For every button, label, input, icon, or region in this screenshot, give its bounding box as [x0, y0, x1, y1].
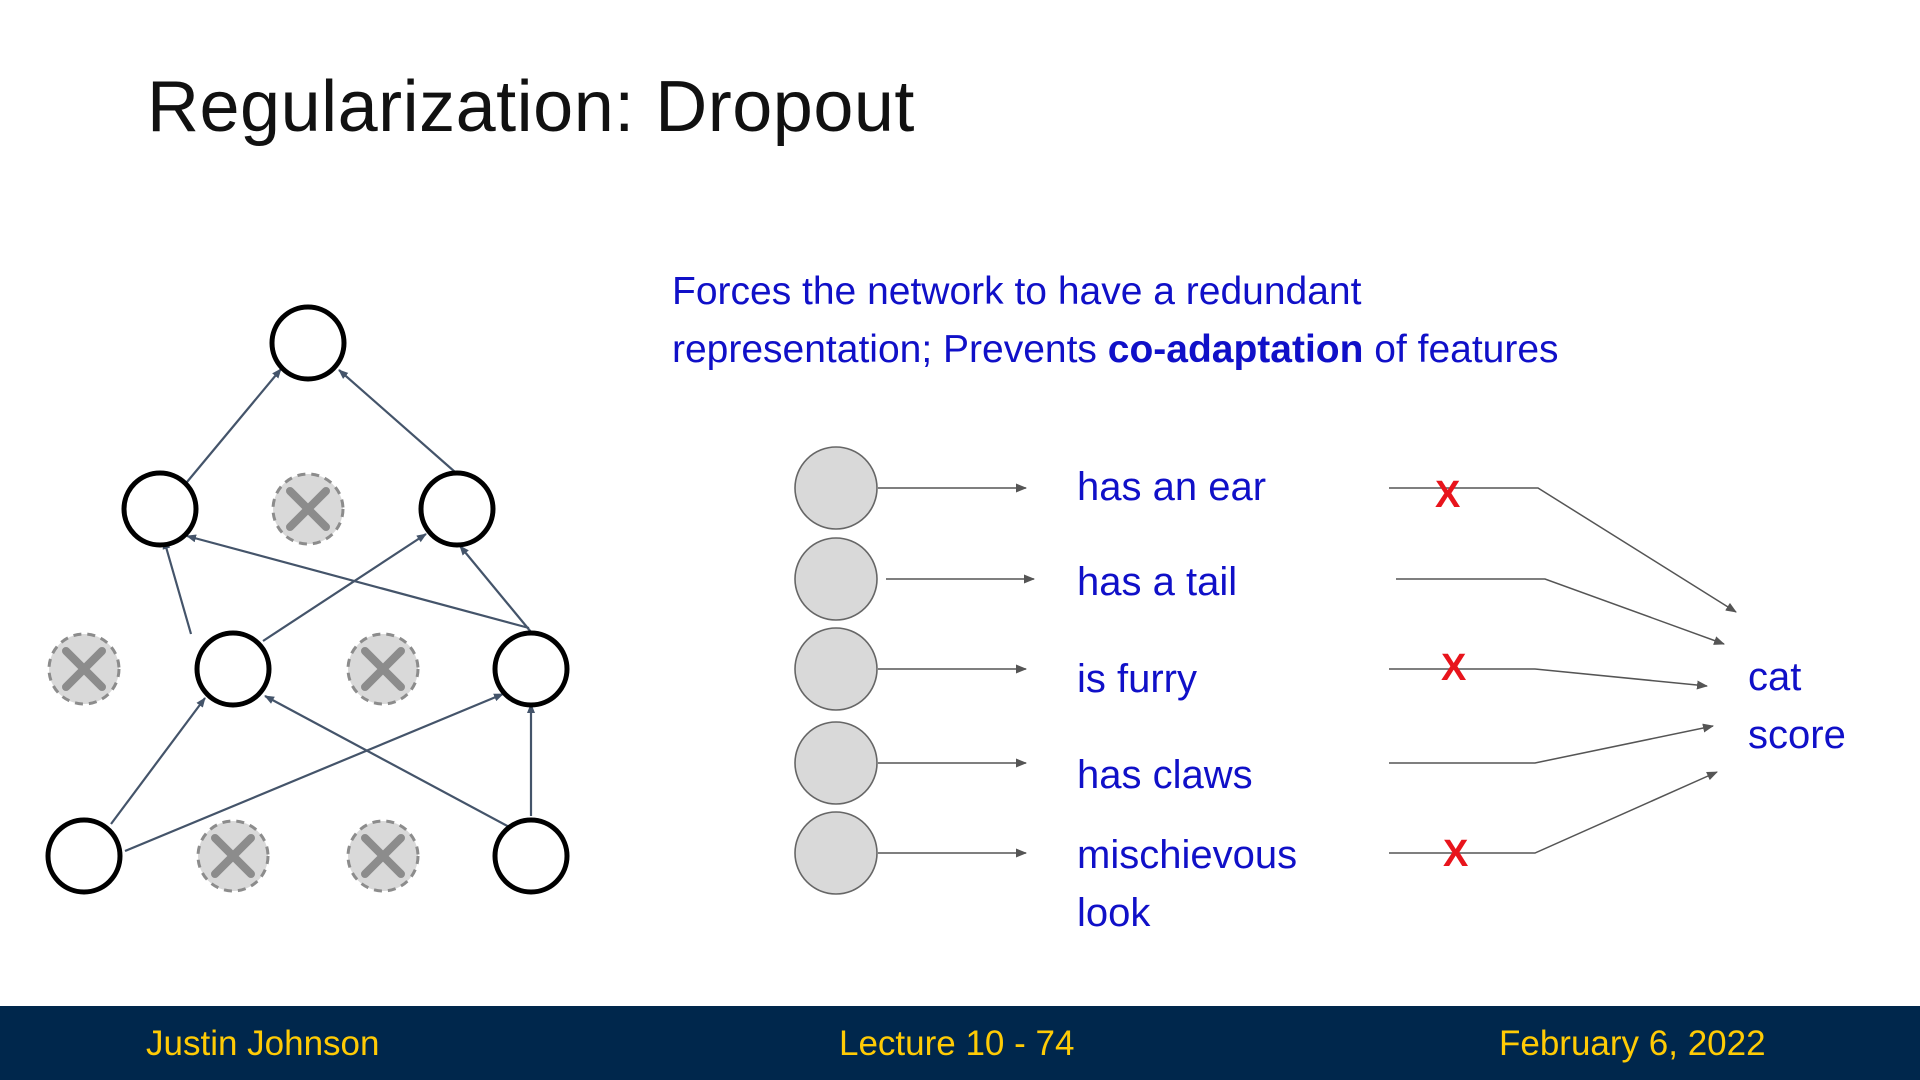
neuron-hidden2-1: [121, 470, 199, 548]
neuron-output: [269, 304, 347, 382]
score-connectors: [1389, 487, 1737, 854]
dropped-neuron: [271, 472, 345, 546]
edge: [338, 369, 456, 473]
dropped-neuron: [346, 819, 420, 893]
dropped-neuron: [196, 819, 270, 893]
dropped-neuron: [47, 632, 121, 706]
subtitle-line2a: representation; Prevents: [672, 328, 1108, 371]
cross-icon: [62, 647, 106, 691]
cat-score-label: cat score: [1748, 648, 1846, 764]
edge: [264, 695, 514, 830]
cross-icon: [211, 834, 255, 878]
feature-neuron: [794, 721, 878, 805]
score-connector: [1389, 487, 1737, 613]
network-edges: [110, 368, 535, 853]
edge: [262, 533, 427, 642]
feature-neuron: [794, 537, 878, 621]
cross-icon: [361, 647, 405, 691]
feature-label-mischievous: mischievous look: [1077, 826, 1297, 942]
feature-label-ear: has an ear: [1077, 465, 1267, 509]
neuron-input-4: [492, 817, 570, 895]
edge: [186, 368, 282, 483]
score-connector: [1389, 771, 1718, 854]
dropped-neuron: [346, 632, 420, 706]
dropout-diagram: [45, 304, 1737, 895]
neuron-hidden2-3: [418, 470, 496, 548]
slide-footer: Justin Johnson Lecture 10 - 74 February …: [0, 1006, 1920, 1080]
slide-title: Regularization: Dropout: [147, 67, 915, 147]
subtitle-line2b: of features: [1363, 328, 1559, 371]
cat-score-line1: cat: [1748, 655, 1802, 699]
subtitle-line1: Forces the network to have a redundant: [672, 270, 1362, 313]
footer-lecture: Lecture 10 - 74: [839, 1024, 1075, 1063]
feature-arrows: [878, 483, 1035, 858]
feature-neuron: [794, 811, 878, 895]
feature-label-line2: look: [1077, 891, 1151, 935]
feature-neuron: [794, 627, 878, 711]
cat-score-line2: score: [1748, 713, 1846, 757]
dropped-neurons: [47, 472, 420, 893]
drop-mark: X: [1435, 474, 1461, 516]
neuron-input-1: [45, 817, 123, 895]
feature-label-furry: is furry: [1077, 657, 1197, 701]
edge: [162, 539, 193, 635]
cross-icon: [286, 487, 330, 531]
footer-author: Justin Johnson: [146, 1024, 380, 1063]
feature-neuron: [794, 446, 878, 530]
footer-date: February 6, 2022: [1499, 1024, 1766, 1063]
feature-label-claws: has claws: [1077, 753, 1253, 797]
edge: [459, 545, 532, 633]
neuron-hidden1-4: [492, 630, 570, 708]
neuron-hidden1-2: [194, 630, 272, 708]
score-connector: [1389, 668, 1708, 690]
slide-subtitle: Forces the network to have a redundant r…: [672, 263, 1822, 379]
feature-label-tail: has a tail: [1077, 560, 1238, 604]
drop-mark: X: [1443, 833, 1469, 875]
cross-icon: [361, 834, 405, 878]
feature-neurons: [794, 446, 878, 895]
edge: [124, 692, 504, 853]
score-connector: [1396, 578, 1725, 645]
drop-mark: X: [1441, 647, 1467, 689]
network-neurons: [45, 304, 570, 895]
subtitle-emphasis: co-adaptation: [1107, 328, 1364, 371]
edge: [186, 534, 530, 630]
feature-label-line1: mischievous: [1077, 833, 1298, 877]
score-connector: [1389, 723, 1714, 764]
edge: [110, 697, 206, 825]
